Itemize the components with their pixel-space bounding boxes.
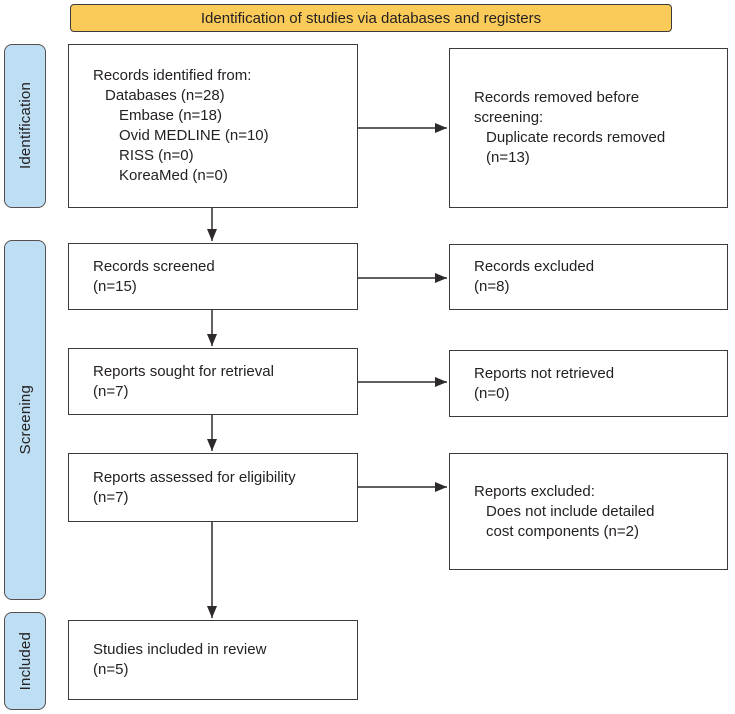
box-reports-not-retrieved: Reports not retrieved (n=0) xyxy=(449,350,728,417)
box-reports-assessed: Reports assessed for eligibility (n=7) xyxy=(68,453,358,522)
box-records-removed-before-screening: Records removed before screening: Duplicat… xyxy=(449,48,728,208)
box-text-line: Reports not retrieved xyxy=(474,364,615,382)
box-text-line: Records excluded xyxy=(474,258,595,275)
box-text-line: (n=7) xyxy=(93,488,129,506)
box-text-line: Ovid MEDLINE (n=10) xyxy=(119,127,269,144)
box-studies-included: Studies included in review (n=5) xyxy=(68,620,358,700)
box-text-line: Records screened xyxy=(93,257,215,275)
box-text-line: screening: xyxy=(474,109,544,126)
stage-label-text: Identification xyxy=(16,82,34,170)
diagram-title-banner: Identification of studies via databases … xyxy=(70,4,672,32)
stage-label-included: Included xyxy=(4,612,46,710)
box-text-line: (n=0) xyxy=(474,384,510,402)
box-text-line: Embase (n=18) xyxy=(119,107,222,124)
box-reports-excluded: Reports excluded: Does not include detail… xyxy=(449,453,728,570)
box-reports-sought: Reports sought for retrieval (n=7) xyxy=(68,348,358,415)
stage-label-text: Included xyxy=(16,631,34,691)
box-text-line: Databases (n=28) xyxy=(105,87,225,104)
box-text-line: Duplicate records removed xyxy=(486,129,666,146)
box-text-line: (n=7) xyxy=(93,382,129,400)
stage-label-text: Screening xyxy=(16,385,34,455)
box-records-screened: Records screened (n=15) xyxy=(68,243,358,310)
box-text-line: Studies included in review xyxy=(93,641,267,658)
stage-label-screening: Screening xyxy=(4,240,46,600)
box-text-line: (n=15) xyxy=(93,277,137,295)
stage-label-identification: Identification xyxy=(4,44,46,208)
diagram-title: Identification of studies via databases … xyxy=(200,9,542,27)
box-text-line: Does not include detailed xyxy=(486,502,655,520)
box-text-line: (n=8) xyxy=(474,278,510,295)
box-text-line: (n=5) xyxy=(93,661,129,678)
box-text-line: KoreaMed (n=0) xyxy=(119,167,228,184)
box-text-line: Reports excluded: xyxy=(474,482,595,500)
box-text-line: RISS (n=0) xyxy=(119,147,194,164)
box-text-line: (n=13) xyxy=(486,149,530,166)
box-text-line: Records identified from: xyxy=(93,67,252,84)
box-text-line: cost components (n=2) xyxy=(486,522,639,540)
box-text-line: Reports sought for retrieval xyxy=(93,362,274,380)
box-text-line: Records removed before xyxy=(474,89,640,106)
box-text-line: Reports assessed for eligibility xyxy=(93,468,296,486)
box-records-excluded: Records excluded (n=8) xyxy=(449,244,728,310)
box-records-identified: Records identified from: Databases (n=28)… xyxy=(68,44,358,208)
